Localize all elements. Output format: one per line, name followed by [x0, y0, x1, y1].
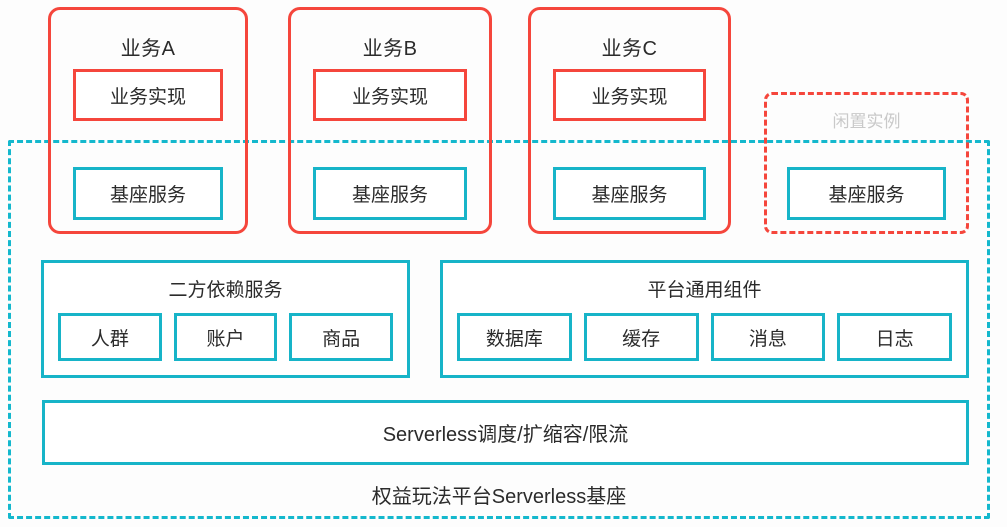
business-box-b[interactable]: 业务B 业务实现 基座服务 [288, 7, 492, 234]
idle-instance-base-service[interactable]: 基座服务 [787, 167, 946, 220]
business-box-c[interactable]: 业务C 业务实现 基座服务 [528, 7, 731, 234]
idle-instance-title: 闲置实例 [832, 112, 901, 131]
chip-message[interactable]: 消息 [710, 313, 826, 361]
chip-row-second-party: 人群 账户 商品 [58, 313, 394, 361]
serverless-base-footer-label: 权益玩法平台Serverless基座 [371, 486, 627, 508]
chip-log[interactable]: 日志 [837, 313, 952, 361]
panel-second-party-services: 二方依赖服务 人群 账户 商品 [41, 260, 410, 378]
business-box-a[interactable]: 业务A 业务实现 基座服务 [48, 7, 248, 234]
business-title-c: 业务C [601, 38, 658, 60]
business-base-service-c[interactable]: 基座服务 [553, 167, 706, 220]
chip-product[interactable]: 商品 [289, 313, 394, 361]
idle-instance-box[interactable]: 闲置实例 基座服务 [764, 92, 969, 234]
business-implementation-c[interactable]: 业务实现 [553, 69, 706, 121]
business-implementation-b[interactable]: 业务实现 [313, 69, 467, 121]
business-title-b: 业务B [362, 38, 418, 60]
chip-crowd[interactable]: 人群 [58, 313, 162, 361]
business-base-service-a[interactable]: 基座服务 [73, 167, 223, 220]
business-title-a: 业务A [120, 38, 176, 60]
chip-account[interactable]: 账户 [173, 313, 278, 361]
chip-cache[interactable]: 缓存 [583, 313, 699, 361]
panel-platform-components: 平台通用组件 数据库 缓存 消息 日志 [440, 260, 969, 378]
business-implementation-a[interactable]: 业务实现 [73, 69, 223, 121]
serverless-base-container [8, 140, 990, 519]
panel-title-platform-components: 平台通用组件 [647, 280, 762, 301]
business-base-service-b[interactable]: 基座服务 [313, 167, 467, 220]
serverless-scheduling-bar[interactable]: Serverless调度/扩缩容/限流 [42, 400, 969, 465]
panel-title-second-party: 二方依赖服务 [168, 280, 283, 301]
chip-database[interactable]: 数据库 [457, 313, 572, 361]
chip-row-platform-components: 数据库 缓存 消息 日志 [457, 313, 952, 361]
